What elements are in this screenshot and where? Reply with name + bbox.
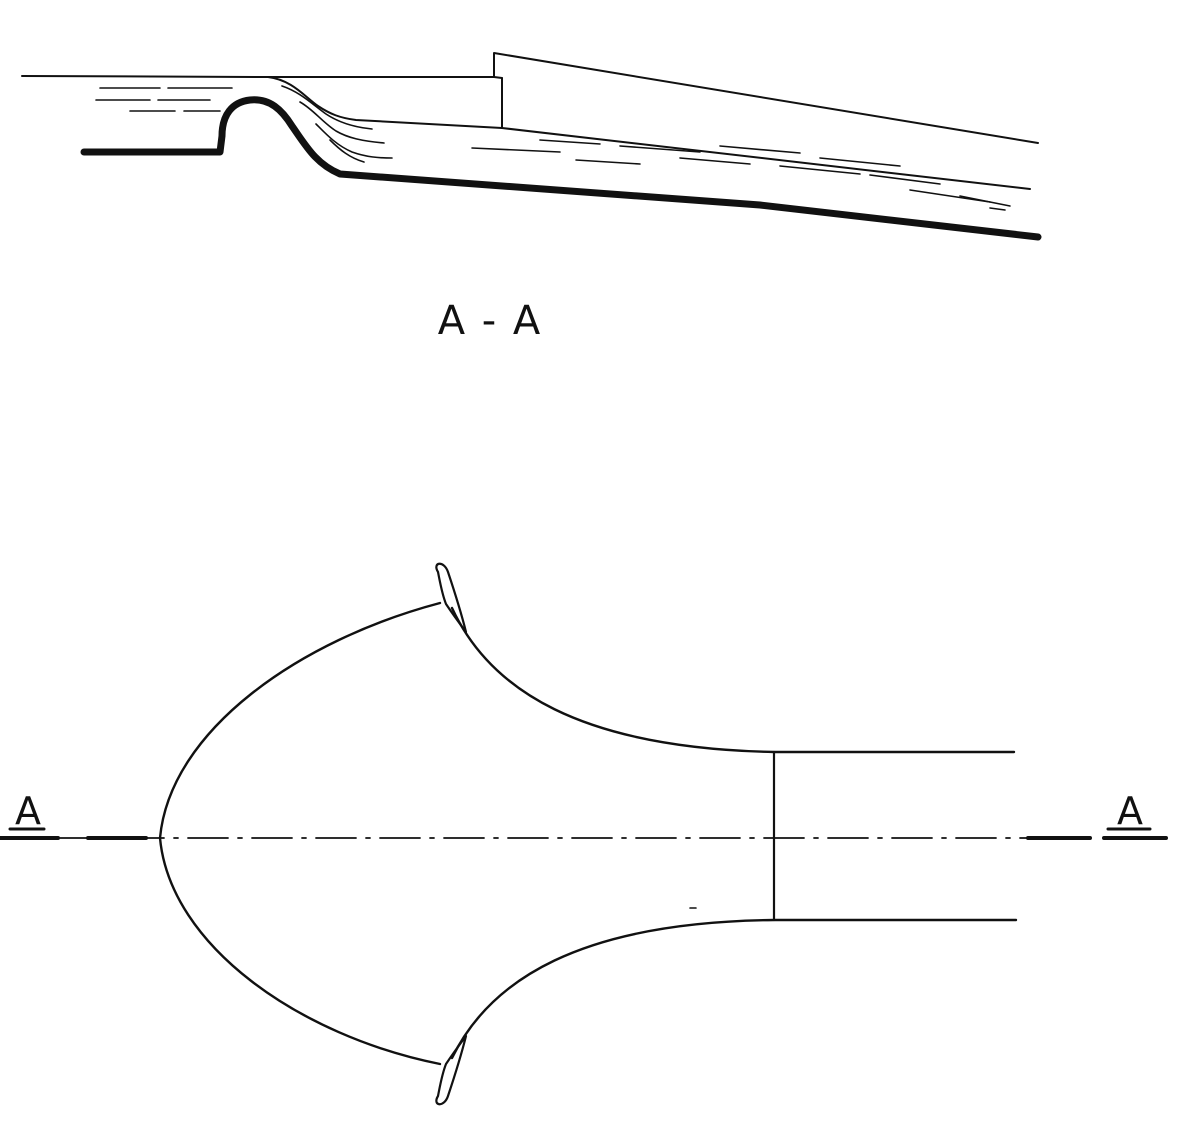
upper-pier-nose	[435, 562, 468, 634]
flow-surface-over-crest	[267, 76, 1031, 190]
section-view	[21, 52, 1042, 241]
spillway-crest-and-chute-bed	[80, 96, 1042, 241]
upstream-water-hatching	[95, 87, 233, 112]
downstream-flow-dashes	[471, 139, 1011, 211]
section-marker-left: A	[15, 789, 41, 833]
wall-base-tick	[493, 76, 503, 79]
channel-side-wall	[493, 52, 1039, 144]
flow-streamlines	[281, 85, 393, 163]
section-marker-right: A	[1117, 789, 1143, 833]
upstream-water-surface	[21, 75, 495, 78]
plan-view: A A	[0, 562, 1168, 1106]
upper-transition-wall	[450, 606, 1016, 754]
crest-outline	[158, 601, 442, 1066]
lower-pier-nose	[435, 1034, 468, 1106]
lower-transition-wall	[450, 918, 1018, 1060]
section-caption: A - A	[438, 298, 543, 344]
